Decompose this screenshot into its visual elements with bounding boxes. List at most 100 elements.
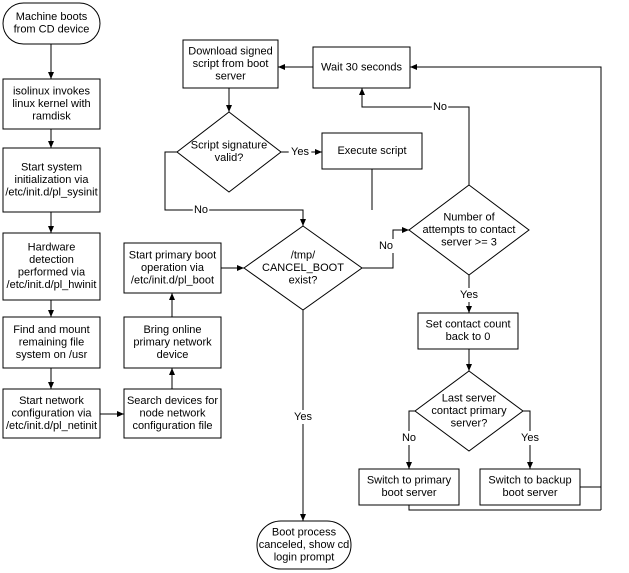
node-start-network-configuration-shape bbox=[2, 388, 101, 439]
node-execute-script[interactable]: Execute script bbox=[321, 132, 423, 170]
decision-cancel-boot-exists-label-line-2: CANCEL_BOOT bbox=[262, 262, 344, 274]
node-start-primary-boot-operation-label-line-2: operation via bbox=[141, 262, 205, 274]
node-isolinux-invokes-label-line-3: ramdisk bbox=[32, 110, 71, 122]
node-start-primary-boot-operation-label-line-3: /etc/init.d/pl_boot bbox=[131, 274, 214, 286]
decision-script-signature-valid-label-line-2: valid? bbox=[215, 152, 244, 164]
node-start-network-configuration-label-line-2: configuration via bbox=[11, 407, 92, 419]
node-search-devices-shape bbox=[123, 388, 222, 439]
edge-last-server-no-to-primary: No bbox=[400, 410, 418, 469]
node-switch-to-primary-boot-server-shape bbox=[358, 468, 460, 506]
node-execute-script-label-line-1: Execute script bbox=[337, 145, 406, 157]
node-download-signed-script-label-line-3: server bbox=[215, 70, 246, 82]
node-bring-online-primary-network-device-label-line-3: device bbox=[157, 349, 189, 361]
node-machine-boots-shape bbox=[2, 2, 101, 45]
edge-attempts-yes-to-set-count-label: Yes bbox=[460, 289, 478, 301]
edge-cancel-no-to-attempts-label: No bbox=[379, 240, 393, 252]
decision-cancel-boot-exists-label-line-1: /tmp/ bbox=[291, 249, 316, 261]
edge-cancel-yes-to-canceled: Yes bbox=[291, 310, 315, 521]
node-bring-online-primary-network-device-label-line-1: Bring online bbox=[143, 324, 201, 336]
decision-script-signature-valid-label-line-1: Script signature bbox=[191, 140, 267, 152]
edge-last-server-yes-to-backup-label: Yes bbox=[521, 432, 539, 444]
edge-sig-no-to-cancel-boot-label-backdrop bbox=[192, 203, 210, 217]
node-boot-process-canceled-label-line-3: login prompt bbox=[274, 551, 335, 563]
node-wait-30-seconds[interactable]: Wait 30 seconds bbox=[312, 46, 411, 89]
edge-sig-no-to-cancel-boot: No bbox=[164, 151, 306, 226]
decision-script-signature-valid-shape bbox=[176, 111, 282, 193]
decision-number-of-attempts-label-line-2: attempts to contact bbox=[423, 224, 516, 236]
node-hardware-detection-label-line-2: detection bbox=[29, 254, 74, 266]
node-hardware-detection-label-line-4: /etc/init.d/pl_hwinit bbox=[7, 279, 97, 291]
node-switch-to-backup-boot-server-shape bbox=[479, 468, 581, 506]
node-set-contact-count-label-line-1: Set contact count bbox=[426, 319, 511, 331]
node-switch-to-primary-boot-server-label-line-2: boot server bbox=[381, 487, 436, 499]
node-start-primary-boot-operation-label-line-1: Start primary boot bbox=[129, 249, 216, 261]
node-find-and-mount-label-line-1: Find and mount bbox=[13, 324, 89, 336]
edge-sig-yes-to-execute-label: Yes bbox=[291, 146, 309, 158]
node-download-signed-script-label-line-1: Download signed bbox=[188, 45, 272, 57]
node-find-and-mount-label-line-3: system on /usr bbox=[16, 349, 88, 361]
node-isolinux-invokes-label-line-2: linux kernel with bbox=[12, 98, 90, 110]
node-wait-30-seconds-shape bbox=[312, 46, 411, 89]
node-bring-online-primary-network-device-shape bbox=[123, 316, 222, 369]
decision-number-of-attempts-label-line-1: Number of bbox=[443, 211, 495, 223]
node-isolinux-invokes-label-line-1: isolinux invokes bbox=[13, 85, 91, 97]
edge-primary-to-right-rail-line bbox=[408, 505, 601, 511]
node-switch-to-backup-boot-server-label-line-1: Switch to backup bbox=[488, 475, 571, 487]
edge-last-server-yes-to-backup-label-backdrop bbox=[518, 431, 542, 445]
edge-cancel-no-to-attempts-label-backdrop bbox=[377, 239, 395, 253]
node-start-primary-boot-operation-shape bbox=[123, 242, 222, 294]
node-start-system-initialization-label-line-2: initialization via bbox=[15, 174, 90, 186]
decision-cancel-boot-exists-label-line-3: exist? bbox=[289, 274, 318, 286]
edge-last-server-no-to-primary-label-backdrop bbox=[400, 431, 418, 445]
node-hardware-detection-label-line-3: performed via bbox=[18, 267, 86, 279]
node-set-contact-count-shape bbox=[417, 312, 519, 350]
decision-number-of-attempts-label-line-3: server >= 3 bbox=[441, 236, 497, 248]
node-find-and-mount-label-line-2: remaining file bbox=[19, 336, 84, 348]
edge-attempts-no-to-wait-label-backdrop bbox=[431, 100, 449, 114]
edge-primary-to-right-rail bbox=[408, 505, 601, 511]
edge-cancel-yes-to-canceled-label: Yes bbox=[294, 411, 312, 423]
node-search-devices-label-line-1: Search devices for bbox=[127, 395, 218, 407]
node-isolinux-invokes-shape bbox=[2, 78, 101, 130]
node-start-network-configuration-label-line-3: /etc/init.d/pl_netinit bbox=[6, 420, 97, 432]
node-hardware-detection-label-line-1: Hardware bbox=[28, 242, 76, 254]
decision-number-of-attempts-shape bbox=[408, 184, 530, 276]
edge-attempts-no-to-wait-label: No bbox=[433, 101, 447, 113]
decision-last-server-contact-primary-label-line-2: contact primary bbox=[431, 405, 507, 417]
edge-attempts-yes-to-set-count: Yes bbox=[457, 275, 481, 313]
decision-cancel-boot-exists-shape bbox=[243, 225, 363, 311]
node-find-and-mount-shape bbox=[2, 316, 101, 369]
node-execute-script-shape bbox=[321, 132, 423, 170]
edge-last-server-yes-to-backup-line bbox=[523, 410, 533, 469]
node-machine-boots-label-line-2: from CD device bbox=[14, 24, 90, 36]
node-bring-online-primary-network-device-label-line-2: primary network bbox=[133, 336, 212, 348]
edge-attempts-yes-to-set-count-label-backdrop bbox=[457, 288, 481, 302]
decision-last-server-contact-primary-label-line-3: server? bbox=[451, 417, 488, 429]
edge-last-server-yes-to-backup: Yes bbox=[518, 410, 542, 469]
edge-right-rail-to-wait-line bbox=[410, 64, 602, 510]
edge-last-server-no-to-primary-line bbox=[406, 410, 415, 469]
edge-sig-no-to-cancel-boot-line bbox=[164, 151, 306, 226]
node-search-devices-label-line-3: configuration file bbox=[132, 420, 212, 432]
